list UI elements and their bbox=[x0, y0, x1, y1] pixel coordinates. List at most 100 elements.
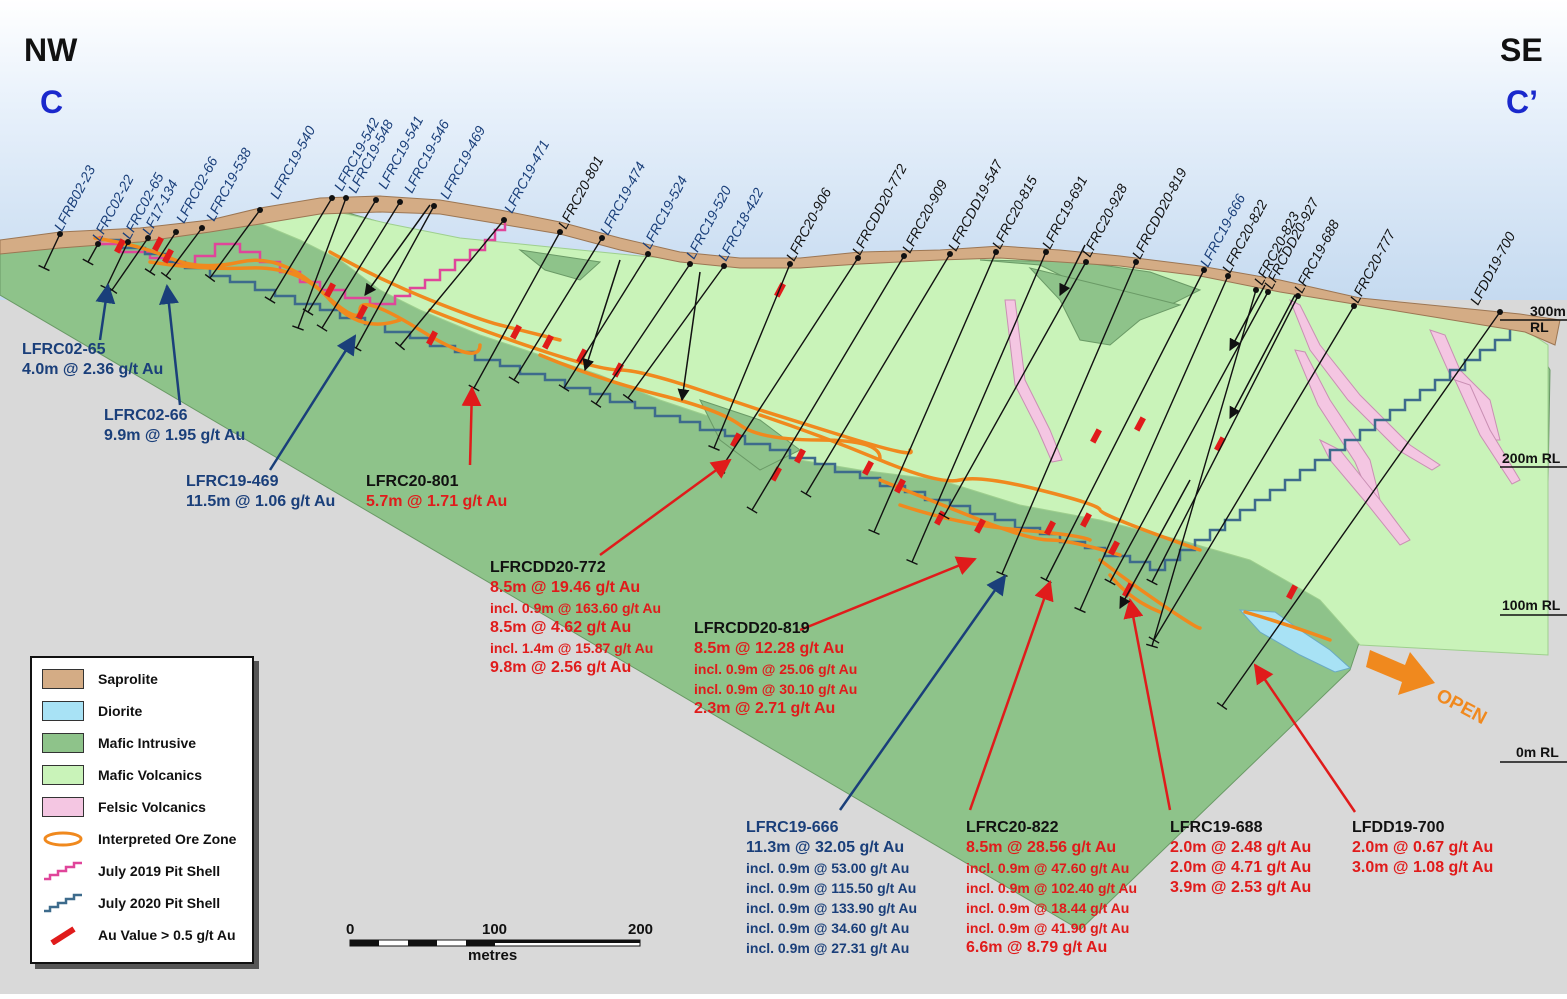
scale-bar bbox=[349, 939, 641, 947]
end-of-hole-tick bbox=[1074, 606, 1086, 614]
drill-trace bbox=[111, 237, 149, 291]
drill-trace bbox=[321, 201, 401, 329]
annotation-line: 9.8m @ 2.56 g/t Au bbox=[490, 659, 632, 676]
end-of-hole-tick bbox=[316, 324, 328, 332]
legend-swatch bbox=[42, 701, 84, 721]
annotation-line: incl. 1.4m @ 15.87 g/t Au bbox=[490, 640, 654, 656]
annotation-line: 4.0m @ 2.36 g/t Au bbox=[22, 361, 164, 378]
legend-label: July 2020 Pit Shell bbox=[98, 895, 221, 911]
collar-dot bbox=[1043, 249, 1049, 255]
annotation-line: 3.9m @ 2.53 g/t Au bbox=[1170, 879, 1312, 896]
collar-dot bbox=[501, 217, 507, 223]
drill-trace bbox=[805, 253, 951, 495]
au-intercept-mark bbox=[1044, 520, 1056, 536]
drill-trace bbox=[165, 227, 203, 277]
legend-item-ore-zone: Interpreted Ore Zone bbox=[42, 827, 236, 851]
drill-trace bbox=[1045, 269, 1205, 581]
au-intercept-mark bbox=[426, 330, 438, 346]
end-of-hole-tick bbox=[938, 512, 950, 520]
end-of-hole-tick bbox=[558, 384, 570, 392]
au-value-marks bbox=[114, 236, 1298, 600]
annotation-lfrcdd20-819: LFRCDD20-819 8.5m @ 12.28 g/t Au incl. 0… bbox=[694, 619, 857, 719]
annotation-line: incl. 0.9m @ 163.60 g/t Au bbox=[490, 600, 662, 616]
drill-trace bbox=[719, 257, 859, 471]
annotation-lfrc02-66: LFRC02-66 9.9m @ 1.95 g/t Au bbox=[104, 406, 245, 446]
au-intercept-mark bbox=[1080, 512, 1092, 528]
annotation-line: 11.3m @ 32.05 g/t Au bbox=[746, 839, 905, 856]
end-of-hole-tick bbox=[302, 308, 314, 316]
au-intercept-mark bbox=[356, 304, 368, 320]
end-of-hole-tick bbox=[622, 393, 634, 403]
legend-label: Interpreted Ore Zone bbox=[98, 831, 237, 847]
annotation-line: 9.9m @ 1.95 g/t Au bbox=[104, 427, 246, 444]
scale-unit: metres bbox=[468, 947, 518, 964]
collar-dot bbox=[397, 199, 403, 205]
legend-item-pit-2019: July 2019 Pit Shell bbox=[42, 859, 220, 883]
legend-item-pit-2020: July 2020 Pit Shell bbox=[42, 891, 220, 915]
annotation-title: LFDD19-700 bbox=[1352, 819, 1445, 836]
scale-tick-200: 200 bbox=[628, 921, 654, 938]
drill-trace bbox=[627, 265, 725, 399]
au-intercept-mark bbox=[894, 478, 906, 494]
annotation-line: incl. 0.9m @ 41.90 g/t Au bbox=[966, 920, 1130, 936]
collar-dot bbox=[199, 225, 205, 231]
end-of-hole-tick bbox=[708, 445, 720, 451]
pit-shell-2020-icon bbox=[44, 893, 82, 913]
annotation-arrows bbox=[95, 283, 1357, 813]
annotation-line: incl. 0.9m @ 18.44 g/t Au bbox=[966, 900, 1130, 916]
end-of-hole-tick bbox=[800, 490, 812, 498]
annotation-line: 2.0m @ 4.71 g/t Au bbox=[1170, 859, 1312, 876]
au-intercept-mark bbox=[794, 448, 806, 464]
end-of-hole-tick bbox=[38, 264, 50, 272]
au-intercept-mark bbox=[770, 466, 782, 482]
collar-dot bbox=[1265, 289, 1271, 295]
drill-trace bbox=[1221, 311, 1501, 707]
collar-dot bbox=[947, 251, 953, 257]
annotation-line: incl. 0.9m @ 115.50 g/t Au bbox=[746, 880, 917, 896]
drill-trace bbox=[911, 251, 1047, 563]
annotation-line: 6.6m @ 8.79 g/t Au bbox=[966, 939, 1108, 956]
end-of-hole-tick bbox=[590, 400, 602, 408]
drill-trace bbox=[595, 263, 691, 405]
direction-nw: NW bbox=[24, 32, 78, 68]
collar-dot bbox=[343, 195, 349, 201]
annotation-lfrcdd20-772: LFRCDD20-772 8.5m @ 19.46 g/t Au incl. 0… bbox=[490, 558, 661, 678]
au-intercept-mark bbox=[1214, 436, 1226, 452]
end-of-hole-tick bbox=[82, 258, 94, 266]
annotation-title: LFRC19-688 bbox=[1170, 819, 1263, 836]
drill-trace bbox=[87, 243, 99, 263]
end-of-hole-tick bbox=[868, 528, 880, 536]
rl-label-0: 0m RL bbox=[1516, 744, 1559, 760]
annotation-line: 2.0m @ 0.67 g/t Au bbox=[1352, 839, 1494, 856]
collar-dot bbox=[431, 203, 437, 209]
au-intercept-mark bbox=[542, 334, 554, 350]
direction-se: SE bbox=[1500, 32, 1543, 68]
au-intercept-mark bbox=[510, 324, 522, 340]
au-value-icon bbox=[50, 926, 76, 945]
au-intercept-mark bbox=[730, 432, 742, 448]
drill-trace bbox=[473, 231, 561, 389]
annotation-line: 8.5m @ 12.28 g/t Au bbox=[694, 640, 845, 657]
felsic-dyke-4 bbox=[1318, 438, 1411, 546]
drill-trace bbox=[943, 261, 1087, 517]
annotation-title: LFRCDD20-819 bbox=[694, 620, 810, 637]
au-intercept-mark bbox=[162, 248, 174, 264]
au-intercept-mark bbox=[862, 460, 874, 476]
annotation-line: incl. 0.9m @ 34.60 g/t Au bbox=[746, 920, 910, 936]
rl-ticks bbox=[1500, 319, 1567, 763]
rl-label-300: 300m RL bbox=[1530, 303, 1566, 335]
drill-trace bbox=[297, 197, 347, 329]
annotation-line: incl. 0.9m @ 27.31 g/t Au bbox=[746, 940, 910, 956]
felsic-dyke-2 bbox=[1289, 298, 1441, 471]
collar-dot bbox=[145, 235, 151, 241]
legend-label: Diorite bbox=[98, 703, 143, 719]
collar-dot bbox=[125, 239, 131, 245]
collar-dot bbox=[257, 207, 263, 213]
end-of-hole-tick bbox=[1146, 578, 1158, 586]
annotation-lfrc19-688: LFRC19-688 2.0m @ 2.48 g/t Au 2.0m @ 4.7… bbox=[1170, 818, 1311, 898]
collar-dot bbox=[373, 197, 379, 203]
au-intercept-mark bbox=[324, 282, 336, 298]
section-start-label: C bbox=[40, 84, 64, 120]
annotation-lfrc19-666: LFRC19-666 11.3m @ 32.05 g/t Au incl. 0.… bbox=[746, 818, 917, 958]
